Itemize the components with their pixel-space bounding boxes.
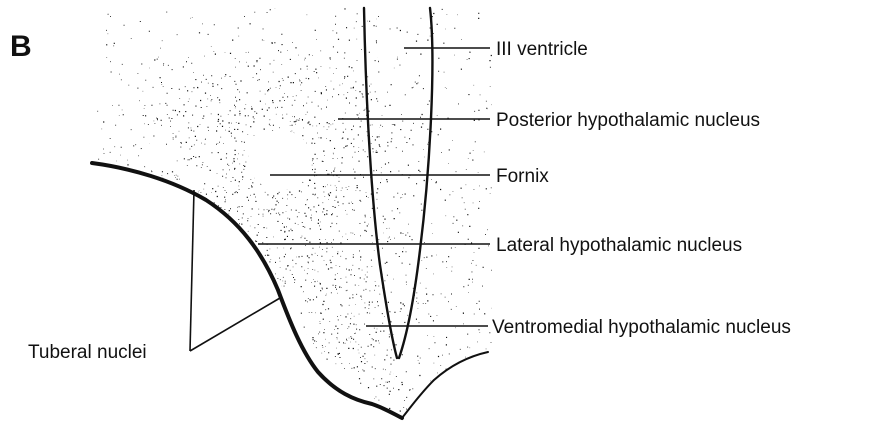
label-lateral-hypothalamic-nucleus: Lateral hypothalamic nucleus [496, 235, 742, 256]
leader-tuberal-1 [190, 190, 194, 351]
tissue-outline-right [402, 352, 488, 418]
tissue-outline-left [92, 163, 402, 418]
tuberal-nucleus-1 [139, 142, 173, 170]
label-fornix: Fornix [496, 166, 549, 187]
label-tuberal-nuclei: Tuberal nuclei [28, 342, 147, 363]
label-ventromedial-hypothalamic-nucleus: Ventromedial hypothalamic nucleus [492, 317, 791, 338]
label-posterior-hypothalamic-nucleus: Posterior hypothalamic nucleus [496, 110, 760, 131]
leader-tuberal-2 [190, 298, 280, 351]
panel-label: B [10, 30, 32, 63]
fornix-region [248, 130, 312, 190]
label-iii-ventricle: III ventricle [496, 39, 588, 60]
